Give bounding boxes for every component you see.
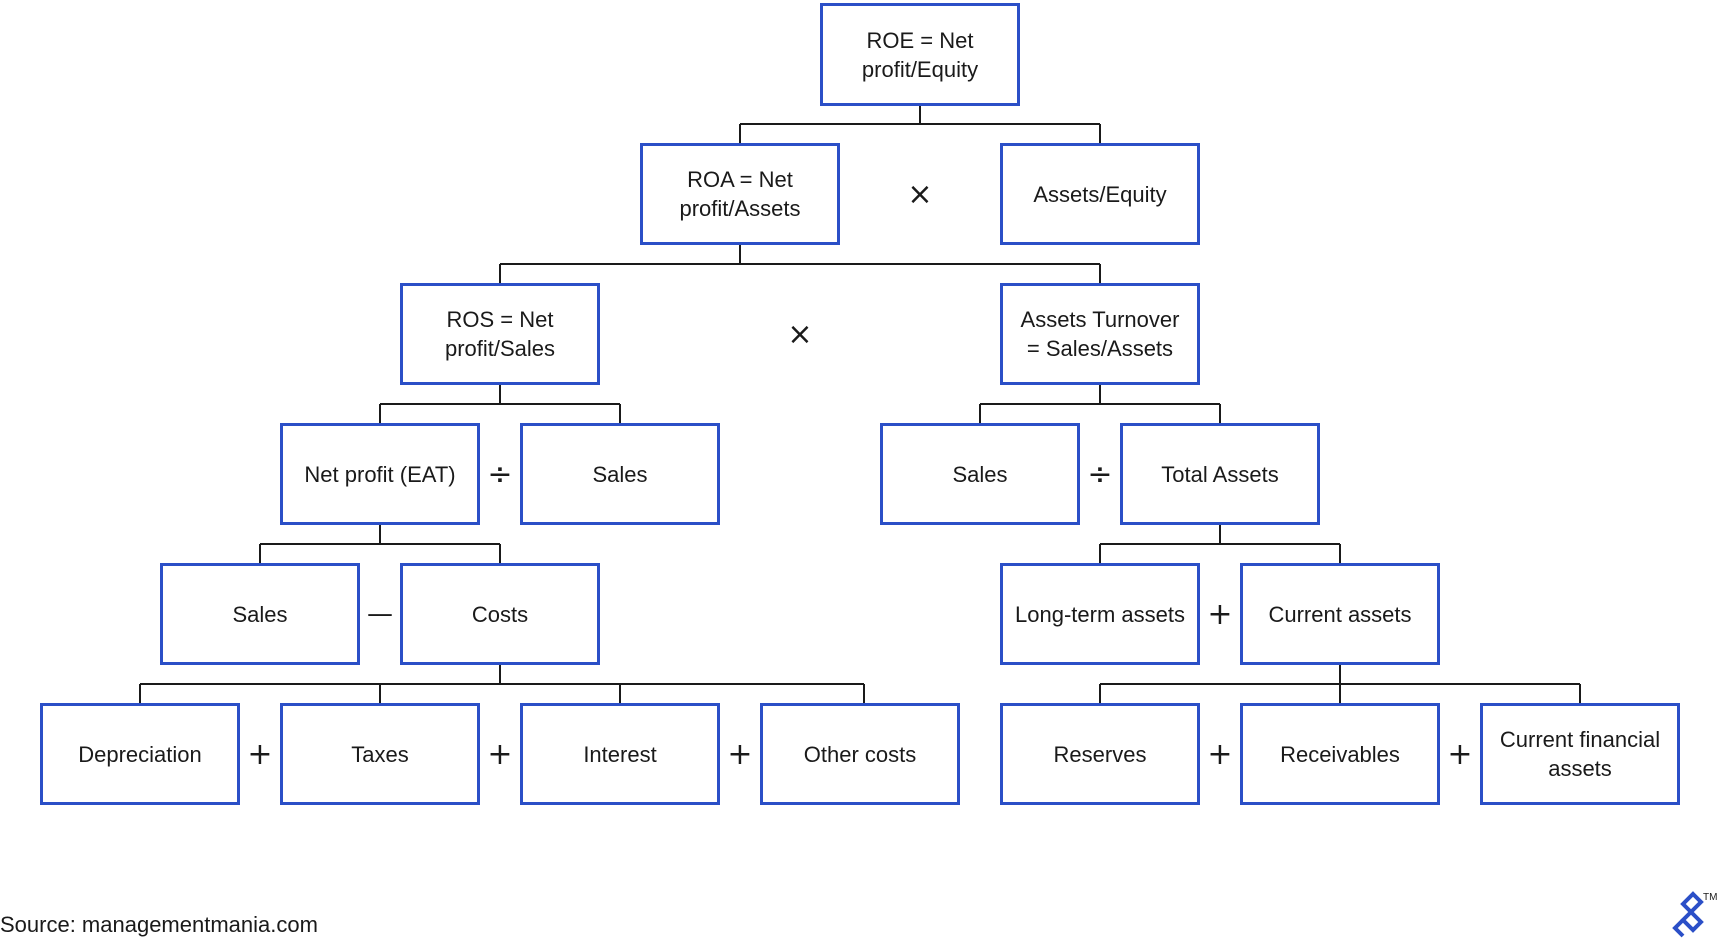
plus-operator-icon: + [1207,736,1233,772]
node-long-term-assets: Long-term assets [1000,563,1200,665]
node-current-financial-assets: Current financial assets [1480,703,1680,805]
node-sales-turnover: Sales [880,423,1080,525]
node-ros: ROS = Net profit/Sales [400,283,600,385]
connector-roe [739,106,1101,144]
connector-total-assets [1099,525,1341,564]
plus-operator-icon: + [1447,736,1473,772]
node-sales-profit: Sales [160,563,360,665]
node-receivables: Receivables [1240,703,1440,805]
plus-operator-icon: + [487,736,513,772]
node-interest: Interest [520,703,720,805]
node-taxes: Taxes [280,703,480,805]
divide-operator-icon: ÷ [1087,456,1113,492]
node-other-costs: Other costs [760,703,960,805]
node-depreciation: Depreciation [40,703,240,805]
multiply-operator-icon: × [787,316,813,352]
connector-costs [139,665,865,704]
multiply-operator-icon: × [907,176,933,212]
node-roa: ROA = Net profit/Assets [640,143,840,245]
connector-ros [379,385,621,424]
plus-operator-icon: + [1207,596,1233,632]
plus-operator-icon: + [247,736,273,772]
node-current-assets: Current assets [1240,563,1440,665]
connector-current-assets [1099,665,1581,704]
minus-operator-icon: — [367,599,393,629]
node-roe: ROE = Net profit/Equity [820,3,1020,106]
plus-operator-icon: + [727,736,753,772]
connector-assets-turnover [979,385,1221,424]
node-sales-ros: Sales [520,423,720,525]
node-assets-turnover: Assets Turnover = Sales/Assets [1000,283,1200,385]
trademark-mark: TM [1703,892,1717,903]
connector-roa [499,245,1101,284]
node-assets-equity: Assets/Equity [1000,143,1200,245]
node-net-profit: Net profit (EAT) [280,423,480,525]
node-total-assets: Total Assets [1120,423,1320,525]
node-costs: Costs [400,563,600,665]
toptal-logo-icon: TM [1669,888,1719,938]
divide-operator-icon: ÷ [487,456,513,492]
node-reserves: Reserves [1000,703,1200,805]
connector-net-profit [259,525,501,564]
source-caption: Source: managementmania.com [0,912,318,937]
